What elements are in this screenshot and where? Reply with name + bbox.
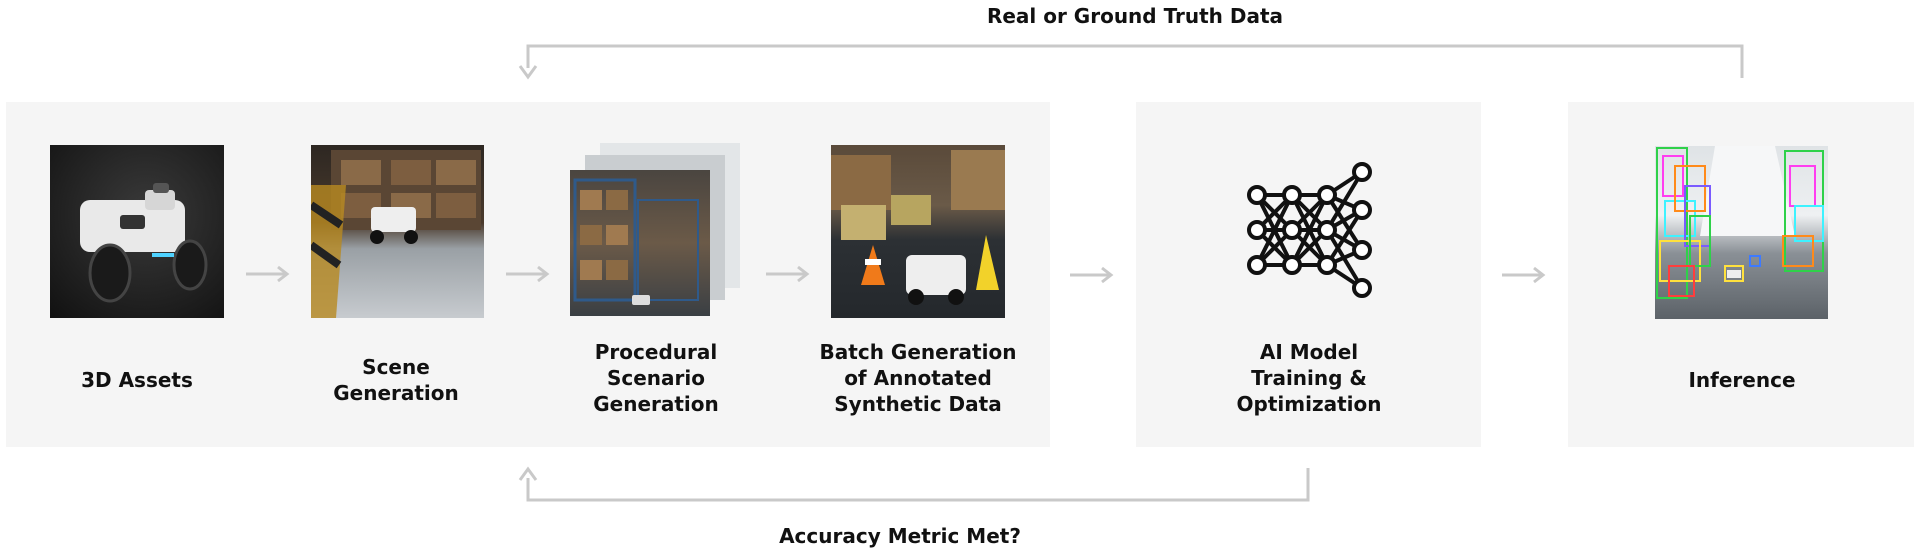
detection-boxes-icon <box>1656 146 1824 299</box>
bottom-feedback-line <box>526 468 1310 502</box>
bottom-feedback-arrowhead <box>518 466 538 481</box>
warehouse-scene-icon <box>311 150 481 318</box>
ai-model-image <box>1240 155 1380 305</box>
step-label-batch-generation: Batch Generation of Annotated Synthetic … <box>819 340 1017 416</box>
inference-image <box>1655 146 1828 319</box>
step-label-inference: Inference <box>1688 368 1796 392</box>
step-label-3d-assets: 3D Assets <box>81 368 193 392</box>
training-panel <box>1136 102 1481 447</box>
3d-assets-image <box>50 145 224 318</box>
neural-network-icon <box>1247 162 1372 298</box>
step-label-procedural-scenario: Procedural Scenario Generation <box>593 340 719 416</box>
step-label-ai-model: AI Model Training & Optimization <box>1236 340 1382 416</box>
warehouse-objects-icon <box>831 150 1005 305</box>
robot-icon <box>80 183 208 303</box>
step-label-scene-generation: Scene Generation <box>333 355 459 405</box>
step-arrows <box>246 265 1546 284</box>
batch-generation-image <box>831 145 1005 318</box>
top-feedback-label: Real or Ground Truth Data <box>986 4 1284 28</box>
top-feedback-arrowhead <box>518 65 538 80</box>
procedural-scenario-image <box>570 143 745 318</box>
bottom-feedback-label: Accuracy Metric Met? <box>779 524 1021 548</box>
top-feedback-line <box>526 44 1744 78</box>
scene-generation-image <box>311 145 484 318</box>
